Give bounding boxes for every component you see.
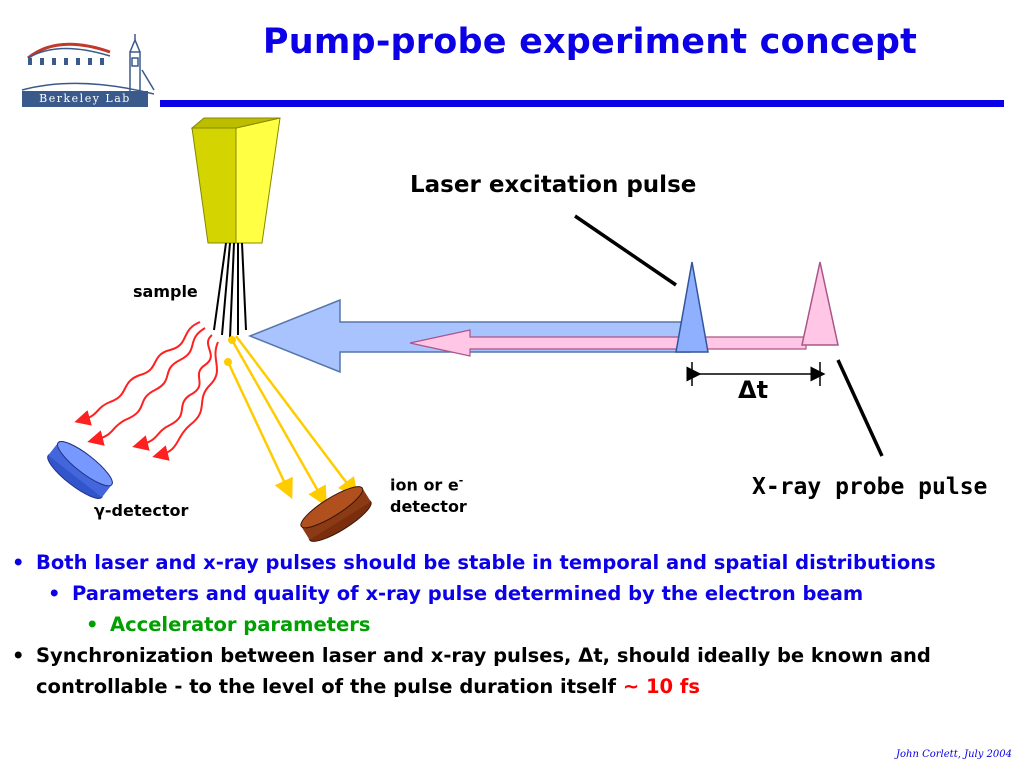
sample-label: sample: [133, 282, 198, 301]
bullet-4-text: Synchronization between laser and x-ray …: [36, 644, 931, 698]
laser-pulse-label: Laser excitation pulse: [410, 172, 697, 198]
bullet-4-highlight: ~ 10 fs: [622, 675, 700, 698]
footer-credit: John Corlett, July 2004: [896, 749, 1012, 760]
bullet-3-text: Accelerator parameters: [110, 613, 371, 636]
sample-fibers: [213, 242, 247, 339]
bullet-2-text: Parameters and quality of x-ray pulse de…: [72, 582, 864, 605]
gamma-detector-label: γ-detector: [94, 501, 189, 520]
title-rule: [160, 100, 1004, 107]
ion-detector: [300, 486, 372, 542]
xray-pointer-line: [836, 359, 884, 457]
gamma-detector: [47, 441, 113, 499]
slide-title: Pump-probe experiment concept: [262, 22, 918, 62]
gamma-rays: [74, 321, 219, 461]
delta-t-bracket: [686, 362, 826, 386]
electron-rays: [226, 335, 359, 507]
bullet-list: •Both laser and x-ray pulses should be s…: [12, 547, 1012, 702]
bullet-1: •Both laser and x-ray pulses should be s…: [12, 551, 936, 574]
ion-detector-line1: ion or e: [390, 475, 459, 495]
ion-detector-line2: detector: [390, 497, 467, 517]
bullet-3: •Accelerator parameters: [86, 613, 371, 636]
sample-block: [190, 117, 281, 244]
pump-probe-diagram: [47, 117, 884, 542]
delta-t-label: Δt: [738, 376, 769, 404]
laser-pulse-shape: [675, 261, 709, 353]
bullet-2: •Parameters and quality of x-ray pulse d…: [48, 582, 864, 605]
ion-detector-label: ion or e- detector: [390, 470, 467, 518]
laser-pointer-line: [574, 214, 677, 287]
xray-pulse-label: X-ray probe pulse: [752, 474, 988, 500]
ion-detector-superscript: -: [458, 474, 464, 487]
bullet-4: •Synchronization between laser and x-ray…: [12, 644, 931, 698]
xray-pulse-shape: [801, 261, 839, 346]
logo-text: Berkeley Lab: [22, 91, 148, 107]
bullet-1-text: Both laser and x-ray pulses should be st…: [36, 551, 936, 574]
